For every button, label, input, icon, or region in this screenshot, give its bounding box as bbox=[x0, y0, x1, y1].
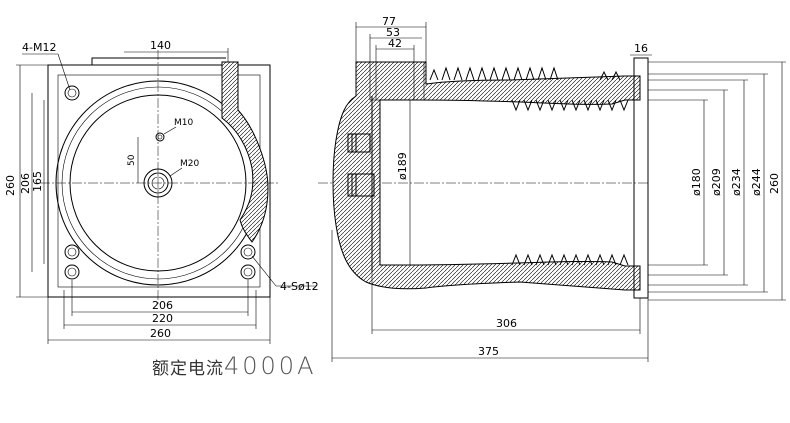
front-view: 140 4-M12 260 206 165 M10 50 M20 4-Sø12 … bbox=[4, 39, 319, 344]
dim-140: 140 bbox=[150, 39, 171, 52]
threaded-insert bbox=[347, 133, 371, 153]
dim-left-206: 206 bbox=[19, 173, 32, 194]
end-conductor bbox=[633, 57, 649, 299]
dim-m20: M20 bbox=[180, 159, 199, 169]
caption-text: 额定电流 bbox=[152, 359, 224, 379]
hole-bottom-label: 4-Sø12 bbox=[280, 280, 319, 293]
m10-hole-inner bbox=[157, 134, 163, 140]
caption-rating: 4000A bbox=[224, 352, 317, 380]
bolt-hole bbox=[64, 244, 80, 260]
flange-outline bbox=[47, 64, 271, 298]
rated-current-caption: 额定电流4000A bbox=[152, 352, 317, 380]
dim-53: 53 bbox=[386, 26, 400, 39]
hatched-section-side bbox=[332, 61, 641, 291]
sheds-bottom bbox=[511, 253, 629, 266]
dim-16: 16 bbox=[634, 42, 648, 55]
hatched-section-front bbox=[221, 61, 269, 243]
dim-77: 77 bbox=[382, 15, 396, 28]
sheds-top bbox=[429, 66, 629, 112]
dim-d180: ø180 bbox=[690, 168, 703, 196]
m10-hole bbox=[155, 132, 165, 142]
threaded-insert bbox=[347, 173, 375, 197]
dim-bottom-220: 220 bbox=[152, 312, 173, 325]
bolt-hole bbox=[240, 264, 256, 280]
top-tab bbox=[91, 57, 226, 65]
dim-bottom-260: 260 bbox=[150, 327, 171, 340]
dim-left-165: 165 bbox=[31, 171, 44, 192]
dim-d244: ø244 bbox=[750, 168, 763, 196]
bolt-hole bbox=[64, 264, 80, 280]
dim-left-260: 260 bbox=[4, 175, 17, 196]
bolt-hole bbox=[64, 85, 80, 101]
bolt-hole bbox=[240, 244, 256, 260]
dim-306: 306 bbox=[496, 317, 517, 330]
dim-side-260: 260 bbox=[768, 173, 781, 194]
side-view: 77 53 42 16 ø189 ø180 ø209 ø2 bbox=[318, 15, 786, 362]
hole-top-label: 4-M12 bbox=[22, 41, 56, 54]
dim-m10: M10 bbox=[174, 118, 193, 128]
dim-42: 42 bbox=[388, 37, 402, 50]
dim-d209: ø209 bbox=[710, 168, 723, 196]
dim-50: 50 bbox=[127, 154, 137, 166]
dim-d189: ø189 bbox=[396, 152, 409, 180]
dim-d234: ø234 bbox=[730, 168, 743, 196]
dim-375: 375 bbox=[478, 345, 499, 358]
dim-bottom-206: 206 bbox=[152, 299, 173, 312]
